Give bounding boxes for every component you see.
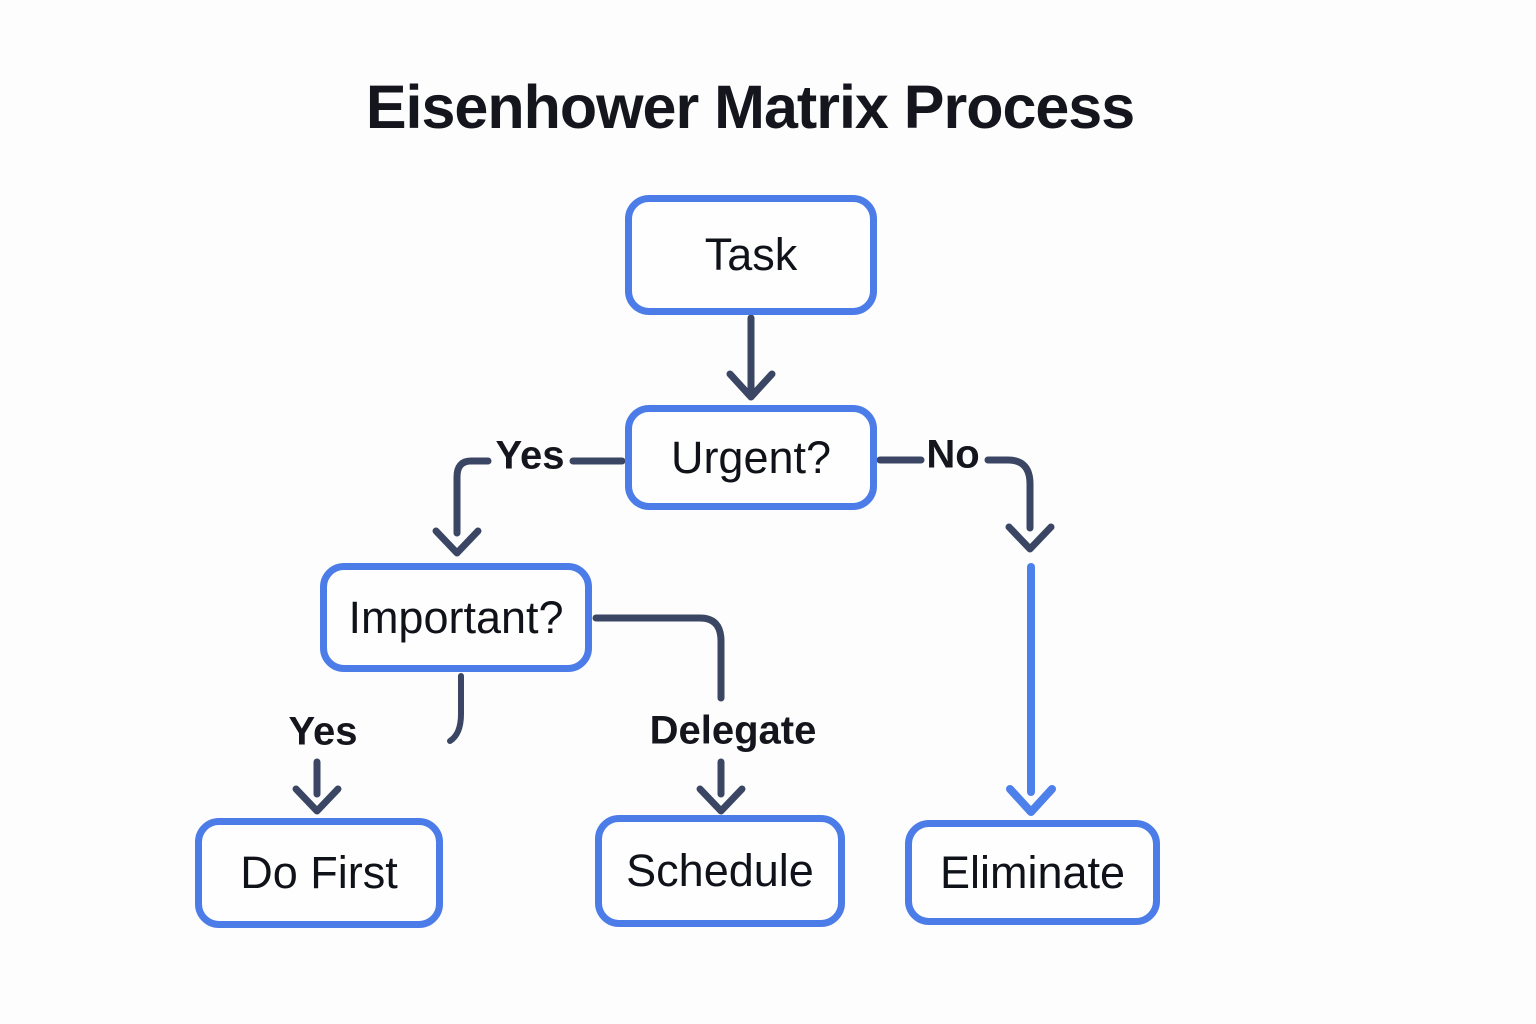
arrowhead-down-icon bbox=[1006, 785, 1056, 816]
arrowhead-down-icon bbox=[1005, 523, 1055, 553]
node-task: Task bbox=[625, 195, 877, 315]
node-do-first: Do First bbox=[195, 818, 443, 928]
arrowhead-down-icon bbox=[696, 785, 746, 815]
edge-label-urgent-yes: Yes bbox=[495, 433, 565, 478]
node-important: Important? bbox=[320, 563, 592, 672]
arrowhead-down-icon bbox=[432, 527, 482, 557]
node-urgent: Urgent? bbox=[625, 405, 877, 510]
edge-label-important-yes: Yes bbox=[288, 709, 358, 754]
diagram-title: Eisenhower Matrix Process bbox=[365, 73, 1135, 141]
arrowhead-down-icon bbox=[726, 370, 776, 401]
edge-label-important-delegate: Delegate bbox=[649, 708, 817, 753]
edge-label-urgent-no: No bbox=[926, 432, 980, 477]
node-eliminate: Eliminate bbox=[905, 820, 1160, 925]
edge-task-to-urgent bbox=[726, 314, 776, 401]
edge-important-tail bbox=[447, 673, 464, 744]
edge-important-yes-to-do-first bbox=[292, 758, 342, 815]
arrowhead-down-icon bbox=[292, 785, 342, 815]
edge-urgent-no-to-eliminate bbox=[876, 456, 1056, 816]
node-schedule: Schedule bbox=[595, 815, 845, 927]
